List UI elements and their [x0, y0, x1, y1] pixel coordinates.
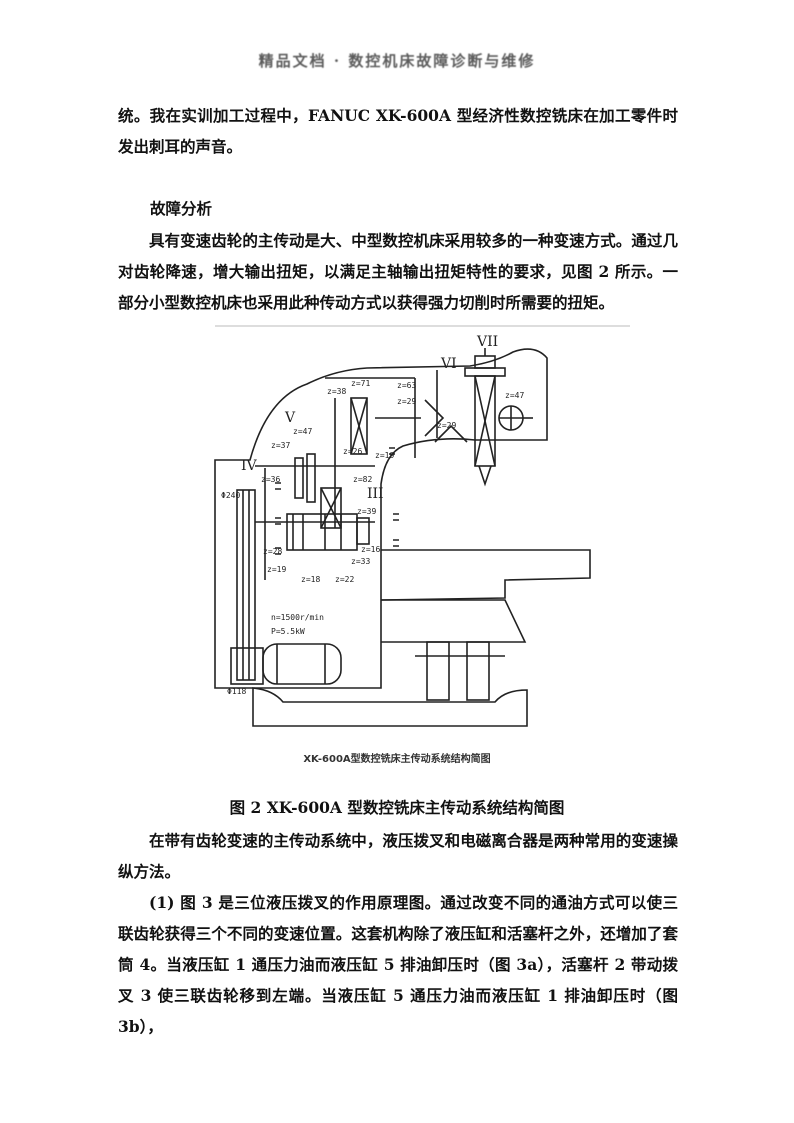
label-z29a: z=29	[397, 397, 416, 406]
label-z29b: z=29	[437, 421, 456, 430]
spindle-housing	[474, 375, 496, 467]
gear-z71	[350, 397, 368, 455]
paragraph-intro: 统。我在实训加工过程中，FANUC XK-600A 型经济性数控铣床在加工零件时…	[118, 106, 678, 156]
label-shaft-vii: VII	[476, 334, 498, 350]
label-z28: z=28	[263, 547, 282, 556]
diagram-svg: VI VII V IV III z=38 z=71 z=63 z=29 z=29…	[214, 325, 630, 727]
bevel-gear-left	[424, 399, 445, 437]
label-z63: z=63	[397, 381, 416, 390]
bevel-gear-right	[434, 424, 468, 443]
figure-inner-caption: XK-600A型数控铣床主传动系统结构简图	[303, 754, 491, 765]
label-shaft-v: V	[284, 410, 296, 426]
section-heading: 故障分析	[150, 199, 213, 218]
table-support	[381, 599, 527, 643]
label-motor-power: P=5.5kW	[271, 627, 305, 636]
label-z19b: z=19	[267, 565, 286, 574]
label-z33: z=33	[351, 557, 370, 566]
label-z47b: z=47	[505, 391, 524, 400]
label-motor-speed: n=1500r/min	[271, 613, 324, 622]
label-z38: z=38	[327, 387, 346, 396]
label-z82: z=82	[353, 475, 372, 484]
label-shaft-iii: III	[367, 486, 384, 502]
label-diameter-240: Φ240	[221, 491, 240, 500]
label-z39: z=39	[357, 507, 376, 516]
label-z47a: z=47	[293, 427, 312, 436]
label-z19a: z=19	[375, 451, 394, 460]
paragraph-analysis: 具有变速齿轮的主传动是大、中型数控机床采用较多的一种变速方式。通过几对齿轮降速，…	[118, 231, 678, 312]
figure-caption: 图 2 XK-600A 型数控铣床主传动系统结构简图	[229, 798, 565, 817]
spindle-tool	[478, 465, 492, 487]
belt-drive	[236, 489, 256, 681]
machine-base	[252, 687, 528, 727]
transmission-diagram: VI VII V IV III z=38 z=71 z=63 z=29 z=29…	[175, 318, 635, 758]
paragraph-hydraulic-fork: (1) 图 3 是三位液压拨叉的作用原理图。通过改变不同的通油方式可以使三联齿轮…	[118, 893, 678, 1036]
label-shaft-iv: IV	[241, 458, 258, 474]
motor-pulley	[230, 647, 264, 685]
label-z22: z=22	[335, 575, 354, 584]
label-z36: z=36	[261, 475, 280, 484]
work-table	[380, 549, 591, 601]
label-z71: z=71	[351, 379, 370, 388]
machine-body-outline	[214, 348, 548, 689]
triple-gear	[320, 487, 342, 529]
label-z37: z=37	[271, 441, 290, 450]
label-shaft-vi: VI	[440, 356, 457, 372]
label-z26: z=26	[343, 447, 362, 456]
label-z16: z=16	[361, 545, 380, 554]
paragraph-operation-methods: 在带有齿轮变速的主传动系统中，液压拨叉和电磁离合器是两种常用的变速操纵方法。	[118, 831, 678, 881]
table-column-left	[426, 641, 450, 701]
table-column-right	[466, 641, 490, 701]
motor-housing	[262, 643, 342, 685]
label-z18: z=18	[301, 575, 320, 584]
label-diameter-118: Φ118	[227, 687, 246, 696]
page-header: 精品文档 · 数控机床故障诊断与维修	[258, 52, 536, 70]
